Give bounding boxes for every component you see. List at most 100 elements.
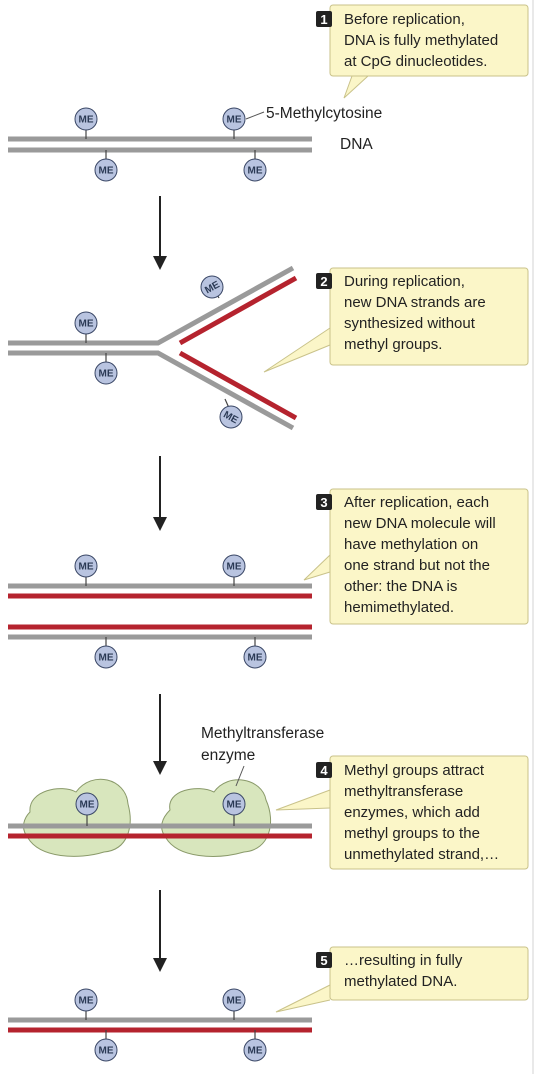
- step-1-text: Before replication, DNA is fully methyla…: [344, 11, 502, 70]
- me-circle: [94, 1038, 118, 1062]
- me-label: ME: [227, 115, 242, 126]
- me-group: ME: [94, 353, 118, 385]
- me-circle: [94, 645, 118, 669]
- me-label: ME: [227, 562, 242, 573]
- me-label: ME: [248, 166, 263, 177]
- step-number: 2: [320, 274, 327, 289]
- callout-step-2: 2 During replication, new DNA strands ar…: [263, 267, 529, 373]
- new-strand-lower: [178, 350, 298, 421]
- callout-step-3: 3 After replication, each new DNA molecu…: [303, 488, 529, 625]
- step-number: 5: [320, 953, 327, 968]
- callout-box: [329, 488, 529, 625]
- callout-step-5: 5 …resulting in fully methylated DNA.: [275, 946, 529, 1013]
- dna-label: DNA: [340, 136, 373, 153]
- me-circle: [94, 361, 118, 385]
- me-group: ME: [200, 275, 224, 299]
- new-strand-upper: [178, 275, 298, 346]
- step-number: 3: [320, 495, 327, 510]
- step-number: 4: [320, 763, 328, 778]
- methylcytosine-label: 5-Methylcytosine: [266, 105, 382, 122]
- callout-pointer: [343, 75, 369, 99]
- stage-1: ME ME ME ME 5-Methylcytosine DNA 1 Befor…: [8, 4, 529, 182]
- me-group: ME: [243, 637, 267, 669]
- stage-4: ME ME Methyltransferase enzyme 4 Methyl …: [8, 725, 529, 870]
- me-group: ME: [74, 988, 98, 1020]
- me-group: ME: [243, 1030, 267, 1062]
- me-label: ME: [99, 653, 114, 664]
- methylcytosine-leader: [245, 111, 265, 120]
- me-label: ME: [248, 1046, 263, 1057]
- step-number-badge: [316, 273, 332, 289]
- step-number: 1: [320, 12, 327, 27]
- me-group: ME: [94, 637, 118, 669]
- callout-pointer: [263, 327, 331, 373]
- me-label: ME: [227, 996, 242, 1007]
- callout-box: [329, 755, 529, 870]
- callout-box: [329, 946, 529, 1001]
- parent-strand-upper: [8, 265, 295, 346]
- step-4-text: Methyl groups attract methyltransferase …: [344, 762, 499, 863]
- step-3-text: After replication, each new DNA molecule…: [344, 494, 500, 616]
- callout-step-1: 1 Before replication, DNA is fully methy…: [316, 4, 529, 99]
- me-label: ME: [99, 369, 114, 380]
- step-number-badge: [316, 762, 332, 778]
- callout-step-4: 4 Methyl groups attract methyltransferas…: [275, 755, 529, 870]
- methyltransferase-label: Methyltransferase enzyme: [201, 725, 329, 764]
- me-label: ME: [79, 996, 94, 1007]
- me-label: ME: [79, 115, 94, 126]
- me-circle: [222, 107, 246, 131]
- parent-strand-lower: [8, 350, 295, 431]
- me-circle: [222, 792, 246, 816]
- me-group: ME: [243, 150, 267, 182]
- me-circle: [74, 988, 98, 1012]
- me-label: ME: [227, 800, 242, 811]
- me-group: ME: [222, 554, 246, 586]
- me-circle: [243, 645, 267, 669]
- methyltransferase-enzyme: [23, 778, 131, 857]
- me-circle: [219, 405, 243, 429]
- callout-box: [329, 4, 529, 77]
- me-group: ME: [75, 792, 99, 826]
- me-label: ME: [80, 800, 95, 811]
- me-label: ME: [99, 166, 114, 177]
- page-edge-rule: [532, 0, 534, 1074]
- step-number-badge: [316, 11, 332, 27]
- callout-pointer: [275, 789, 331, 811]
- callout-pointer: [275, 984, 331, 1013]
- me-label: ME: [79, 319, 94, 330]
- me-group: ME: [222, 107, 246, 139]
- me-circle: [94, 158, 118, 182]
- step-5-text: …resulting in fully methylated DNA.: [344, 952, 467, 990]
- me-group: ME: [74, 311, 98, 343]
- me-circle: [243, 158, 267, 182]
- me-circle: [74, 311, 98, 335]
- stage-5: ME ME ME ME 5 …resulting in fully methyl…: [8, 946, 529, 1062]
- me-circle: [222, 554, 246, 578]
- me-circle: [74, 554, 98, 578]
- me-group: ME: [219, 398, 243, 429]
- me-group: ME: [222, 988, 246, 1020]
- callout-box: [329, 267, 529, 366]
- step-2-text: During replication, new DNA strands are …: [344, 273, 490, 353]
- me-group: ME: [74, 554, 98, 586]
- me-label: ME: [79, 562, 94, 573]
- me-group: ME: [222, 792, 246, 826]
- me-group: ME: [94, 1030, 118, 1062]
- stage-2: ME ME ME ME 2 During replication, new DN…: [8, 265, 529, 431]
- callout-pointer: [303, 554, 331, 581]
- me-label: ME: [99, 1046, 114, 1057]
- me-circle: [200, 275, 224, 299]
- methyltransferase-enzyme: [161, 779, 272, 857]
- me-circle: [75, 792, 99, 816]
- me-circle: [74, 107, 98, 131]
- step-number-badge: [316, 952, 332, 968]
- me-label: ME: [248, 653, 263, 664]
- me-circle: [222, 988, 246, 1012]
- me-group: ME: [94, 150, 118, 182]
- me-group: ME: [74, 107, 98, 139]
- step-number-badge: [316, 494, 332, 510]
- methyltransferase-leader: [235, 765, 245, 787]
- me-circle: [243, 1038, 267, 1062]
- stage-3: ME ME ME ME 3 After replication, each ne…: [8, 488, 529, 669]
